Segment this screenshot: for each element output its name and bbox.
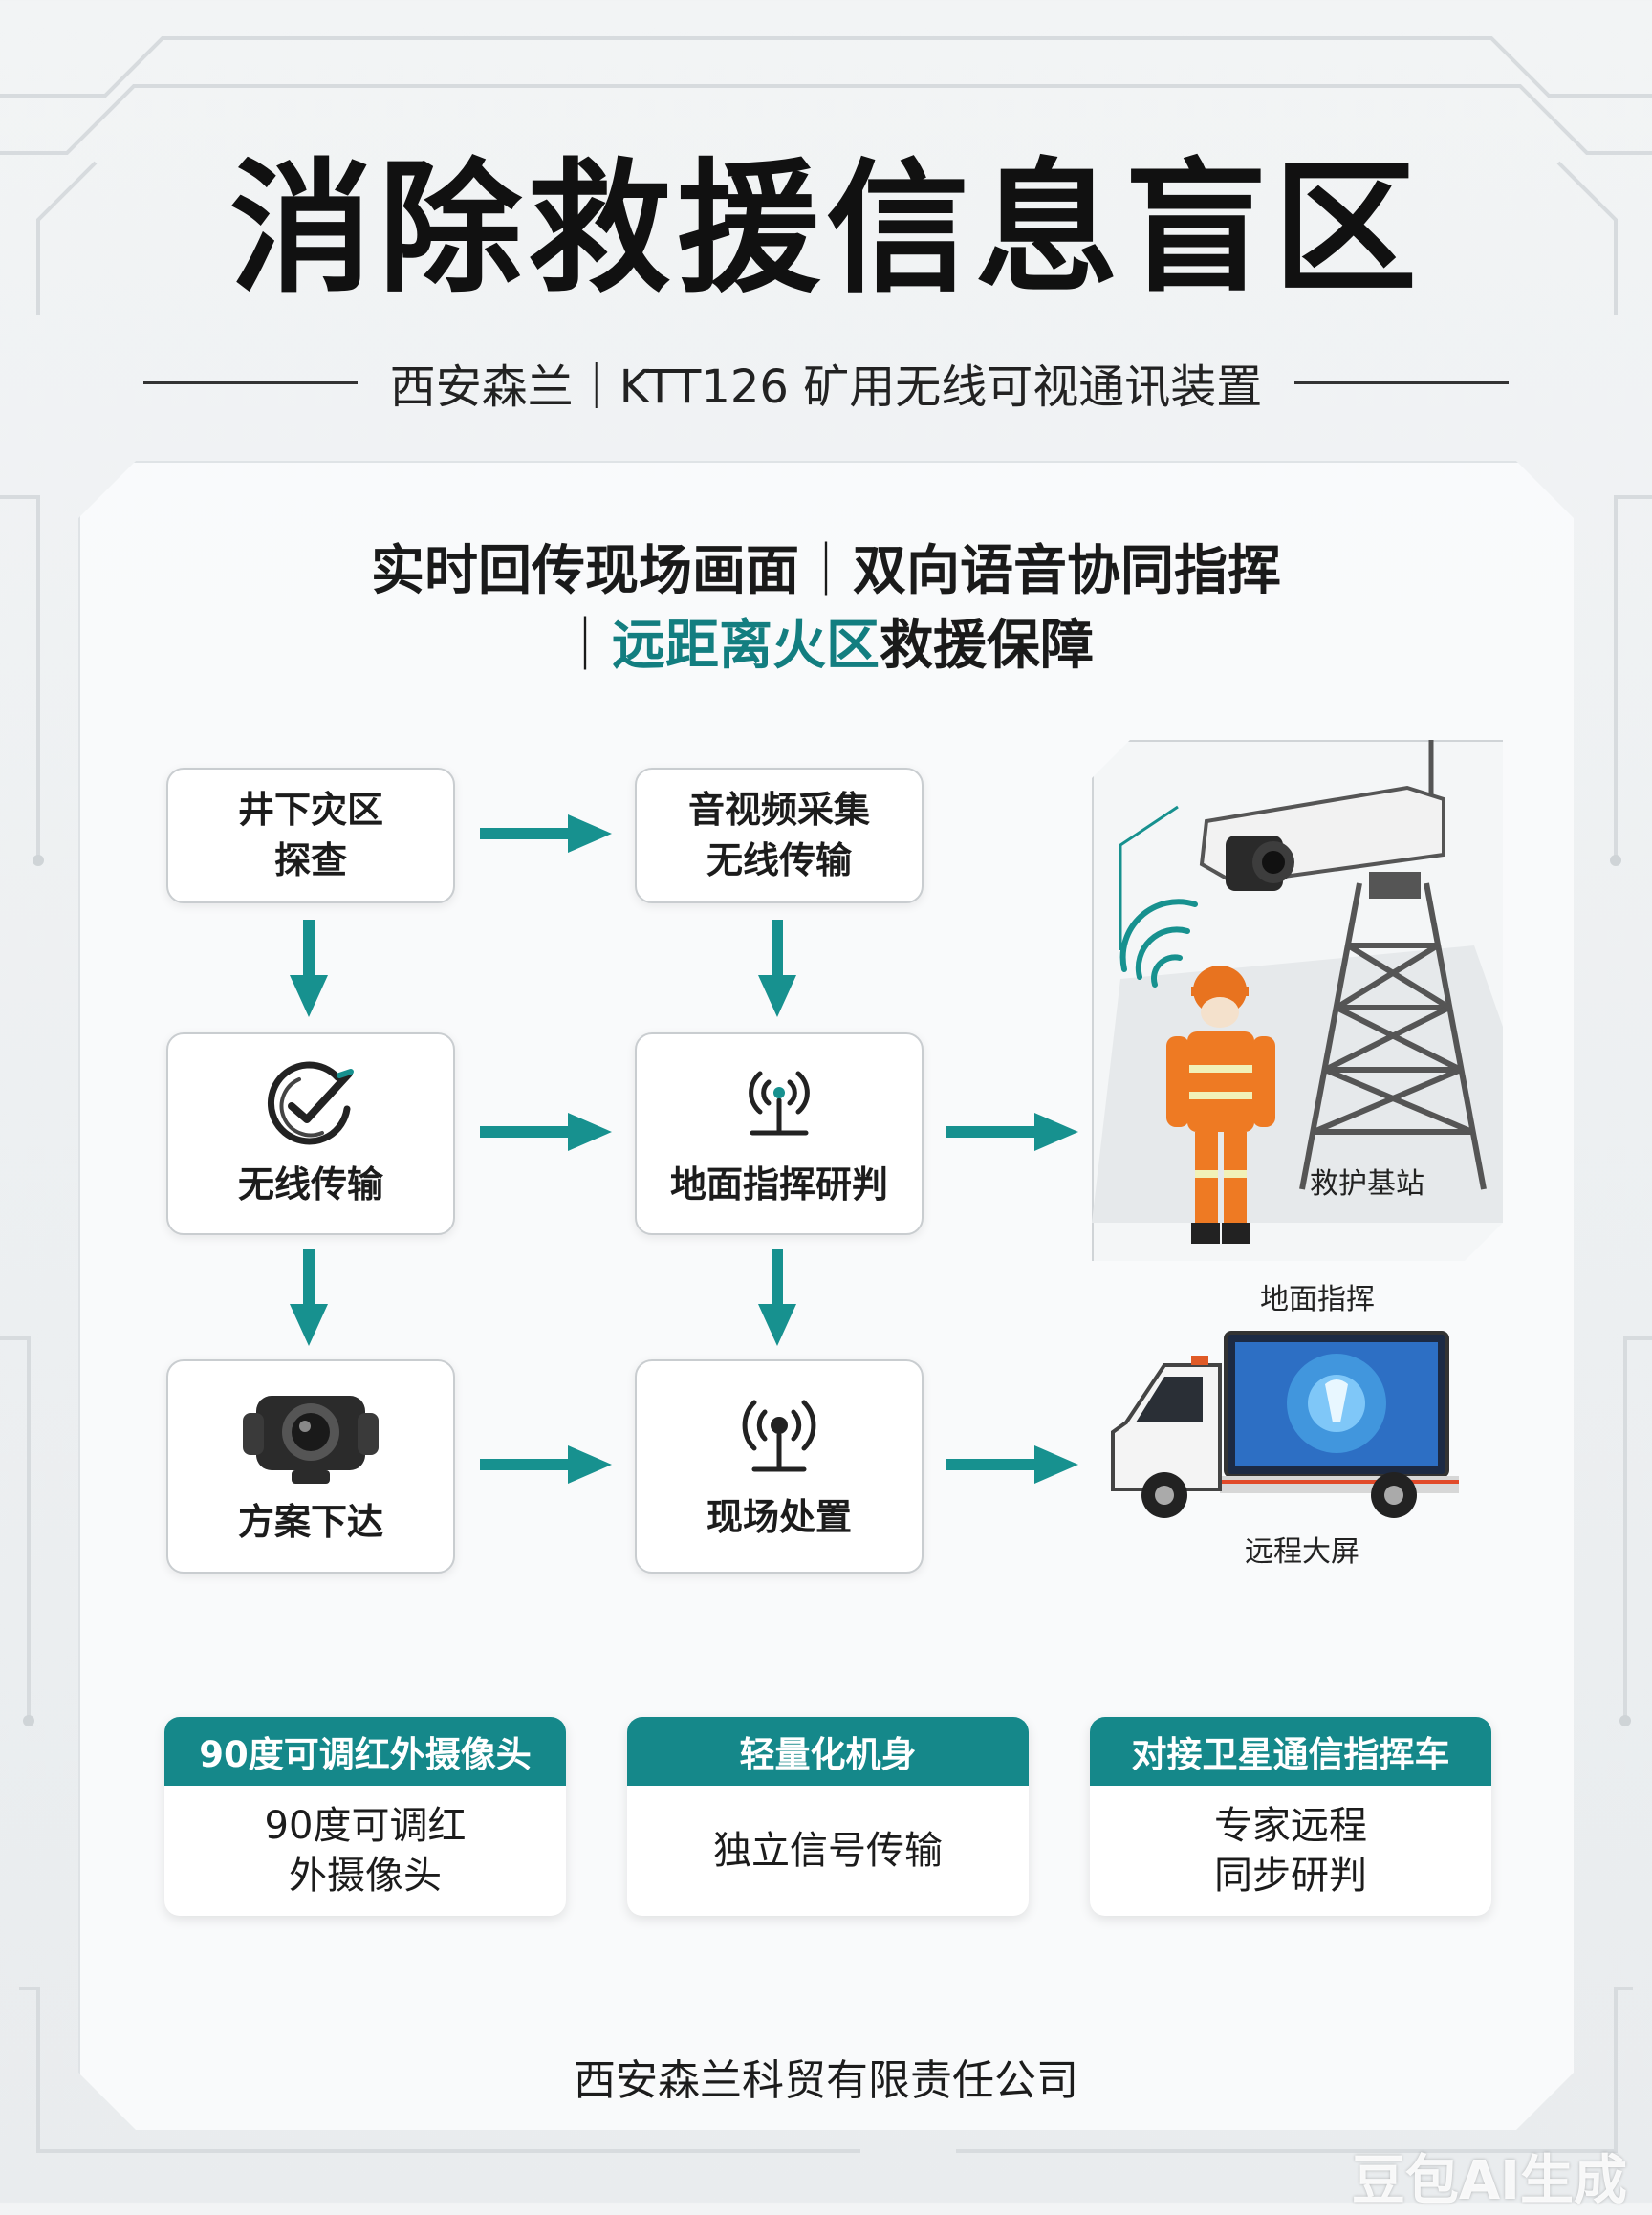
broadcast-icon xyxy=(742,1400,816,1472)
command-truck-illustration xyxy=(1111,1331,1459,1518)
page-title: 消除救援信息盲区 xyxy=(228,146,1423,313)
feature-card-title: 轻量化机身 xyxy=(627,1717,1029,1786)
subtitle-rule-left xyxy=(143,380,358,384)
flow-box-label: 地面指挥研判 xyxy=(669,1163,888,1206)
feature-card-body: 专家远程 同步研判 xyxy=(1214,1804,1367,1898)
subtitle-rule-right xyxy=(1294,380,1509,384)
arrow-right-icon xyxy=(946,1445,1078,1484)
subtitle-row: 西安森兰｜KTT126 矿用无线可视通讯装置 xyxy=(143,349,1509,416)
flow-box-label: 方案下达 xyxy=(237,1501,383,1544)
arrow-right-icon xyxy=(480,1113,612,1151)
feature-card-title: 对接卫星通信指挥车 xyxy=(1090,1717,1491,1786)
ground-command-label: 地面指挥 xyxy=(1260,1283,1375,1316)
feature-card-title: 90度可调红外摄像头 xyxy=(164,1717,566,1786)
tagline-part-2: 双向语音协同指挥 xyxy=(853,540,1281,602)
flow-box-onsite-disposal: 现场处置 xyxy=(635,1359,924,1574)
check-circle-icon xyxy=(267,1061,354,1145)
arrow-down-icon xyxy=(290,1249,328,1346)
tagline-separator-1: ｜ xyxy=(799,540,853,602)
company-name: 西安森兰科贸有限责任公司 xyxy=(574,2056,1078,2105)
flow-box-underground-survey: 井下灾区 探查 xyxy=(166,768,455,903)
feature-card-body: 90度可调红 外摄像头 xyxy=(264,1804,467,1898)
flow-box-label: 无线传输 xyxy=(237,1163,383,1206)
arrow-right-icon xyxy=(480,814,612,853)
arrow-right-icon xyxy=(946,1113,1078,1151)
flow-box-label: 现场处置 xyxy=(706,1496,852,1539)
tagline-part-1: 实时回传现场画面 xyxy=(371,540,799,602)
tagline-teal-text: 远距离火区 xyxy=(612,615,880,677)
camera-icon xyxy=(243,1396,379,1485)
flow-box-label: 井下灾区 探查 xyxy=(237,788,383,881)
feature-card-camera: 90度可调红外摄像头 90度可调红 外摄像头 xyxy=(164,1717,566,1916)
tagline-line-1: 实时回传现场画面｜双向语音协同指挥 xyxy=(0,545,1652,598)
arrow-down-icon xyxy=(290,920,328,1017)
flow-box-wireless-transmission: 无线传输 xyxy=(166,1032,455,1235)
feature-card-body: 独立信号传输 xyxy=(713,1829,943,1873)
tagline-line-2: ｜远距离火区救援保障 xyxy=(0,619,1652,673)
tagline-separator-2: ｜ xyxy=(558,615,612,677)
flow-box-plan-issued: 方案下达 xyxy=(166,1359,455,1574)
remote-screen-label: 远程大屏 xyxy=(1245,1535,1359,1569)
station-label: 救护基站 xyxy=(1310,1167,1424,1201)
subtitle: 西安森兰｜KTT126 矿用无线可视通讯装置 xyxy=(389,360,1263,414)
watermark: 豆包AI生成 xyxy=(1351,2150,1627,2212)
flow-box-av-capture: 音视频采集 无线传输 xyxy=(635,768,924,903)
arrow-down-icon xyxy=(758,920,796,1017)
signal-tower-icon xyxy=(749,1071,810,1136)
arrow-down-icon xyxy=(758,1249,796,1346)
feature-card-satellite: 对接卫星通信指挥车 专家远程 同步研判 xyxy=(1090,1717,1491,1916)
flow-box-ground-command: 地面指挥研判 xyxy=(635,1032,924,1235)
feature-card-lightweight: 轻量化机身 独立信号传输 xyxy=(627,1717,1029,1916)
rescue-station-illustration xyxy=(1092,740,1503,1244)
flow-box-label: 音视频采集 无线传输 xyxy=(687,788,870,881)
tagline-rest: 救援保障 xyxy=(880,615,1094,677)
arrow-right-icon xyxy=(480,1445,612,1484)
